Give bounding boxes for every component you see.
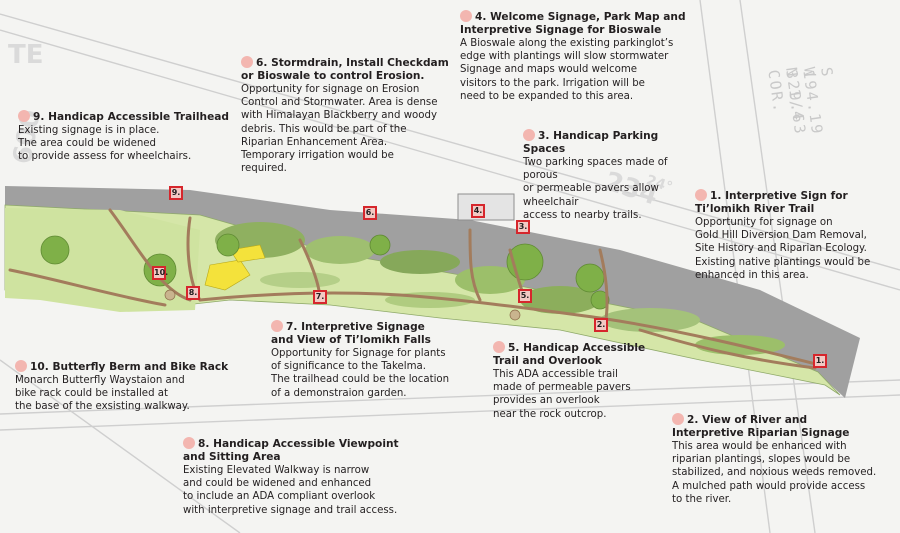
callout-7-title: 7. Interpretive Signage and View of Ti’l… bbox=[271, 320, 431, 346]
callout-6-badge bbox=[241, 56, 253, 68]
callout-8-badge bbox=[183, 437, 195, 449]
map-marker-8[interactable]: 8. bbox=[186, 286, 200, 300]
callout-5-body: This ADA accessible trail made of permea… bbox=[493, 369, 631, 420]
callout-4: 4. Welcome Signage, Park Map and Interpr… bbox=[460, 10, 700, 103]
yellow-plantings bbox=[204, 244, 266, 291]
map-marker-7[interactable]: 7. bbox=[313, 290, 327, 304]
callout-1-title: 1. Interpretive Sign for Ti’lomikh River… bbox=[695, 189, 848, 215]
callout-5: 5. Handicap Accessible Trail and Overloo… bbox=[493, 341, 663, 421]
map-marker-1[interactable]: 1. bbox=[813, 354, 827, 368]
callout-8: 8. Handicap Accessible Viewpoint and Sit… bbox=[183, 437, 438, 517]
callout-6: 6. Stormdrain, Install Checkdam or Biosw… bbox=[241, 56, 453, 175]
map-marker-2[interactable]: 2. bbox=[594, 318, 608, 332]
callout-10: 10. Butterfly Berm and Bike Rack Monarch… bbox=[15, 360, 235, 414]
callout-4-badge bbox=[460, 10, 472, 22]
map-marker-6[interactable]: 6. bbox=[363, 206, 377, 220]
callout-7: 7. Interpretive Signage and View of Ti’l… bbox=[271, 320, 476, 400]
map-marker-4[interactable]: 4. bbox=[471, 204, 485, 218]
callout-2-body: This area would be enhanced with riparia… bbox=[672, 441, 877, 505]
callout-7-body: Opportunity for Signage for plants of si… bbox=[271, 348, 450, 399]
callout-10-badge bbox=[15, 360, 27, 372]
callout-8-body: Existing Elevated Walkway is narrow and … bbox=[183, 465, 398, 516]
parcel-label-a: TE bbox=[8, 40, 44, 70]
callout-3-title: 3. Handicap Parking Spaces bbox=[523, 129, 659, 155]
callout-2-title: 2. View of River and Interpretive Ripari… bbox=[672, 413, 850, 439]
callout-9-badge bbox=[18, 110, 30, 122]
callout-1-badge bbox=[695, 189, 707, 201]
west-lawn bbox=[5, 208, 200, 312]
road bbox=[5, 186, 860, 398]
overlook-points bbox=[164, 289, 521, 321]
callout-5-badge bbox=[493, 341, 505, 353]
callout-10-title: 10. Butterfly Berm and Bike Rack bbox=[15, 360, 235, 374]
map-marker-5[interactable]: 5. bbox=[518, 289, 532, 303]
map-marker-9[interactable]: 9. bbox=[169, 186, 183, 200]
callout-3: 3. Handicap Parking Spaces Two parking s… bbox=[523, 129, 703, 222]
callout-8-title: 8. Handicap Accessible Viewpoint and Sit… bbox=[183, 437, 399, 463]
callout-9: 9. Handicap Accessible Trailhead Existin… bbox=[18, 110, 243, 164]
callout-6-body: Opportunity for signage on Erosion Contr… bbox=[241, 84, 438, 175]
callout-6-title: 6. Stormdrain, Install Checkdam or Biosw… bbox=[241, 56, 449, 82]
map-marker-10[interactable]: 10. bbox=[152, 266, 168, 280]
map-marker-3[interactable]: 3. bbox=[516, 220, 530, 234]
callout-1-body: Opportunity for signage on Gold Hill Div… bbox=[695, 217, 871, 281]
callout-2: 2. View of River and Interpretive Ripari… bbox=[672, 413, 897, 506]
trails bbox=[8, 208, 822, 370]
callout-1: 1. Interpretive Sign for Ti’lomikh River… bbox=[695, 189, 895, 282]
callout-2-badge bbox=[672, 413, 684, 425]
callout-3-body: Two parking spaces made of porous or per… bbox=[523, 157, 668, 221]
callout-5-title: 5. Handicap Accessible Trail and Overloo… bbox=[493, 341, 646, 367]
callout-7-badge bbox=[271, 320, 283, 332]
callout-4-body: A Bioswale along the existing parkinglot… bbox=[460, 38, 674, 102]
callout-9-title: 9. Handicap Accessible Trailhead bbox=[18, 110, 243, 124]
callout-9-body: Existing signage is in place. The area c… bbox=[18, 125, 192, 163]
callout-3-badge bbox=[523, 129, 535, 141]
callout-10-body: Monarch Butterfly Waystaion and bike rac… bbox=[15, 375, 190, 413]
callout-4-title: 4. Welcome Signage, Park Map and Interpr… bbox=[460, 10, 686, 36]
welcome-kiosk bbox=[457, 193, 515, 221]
